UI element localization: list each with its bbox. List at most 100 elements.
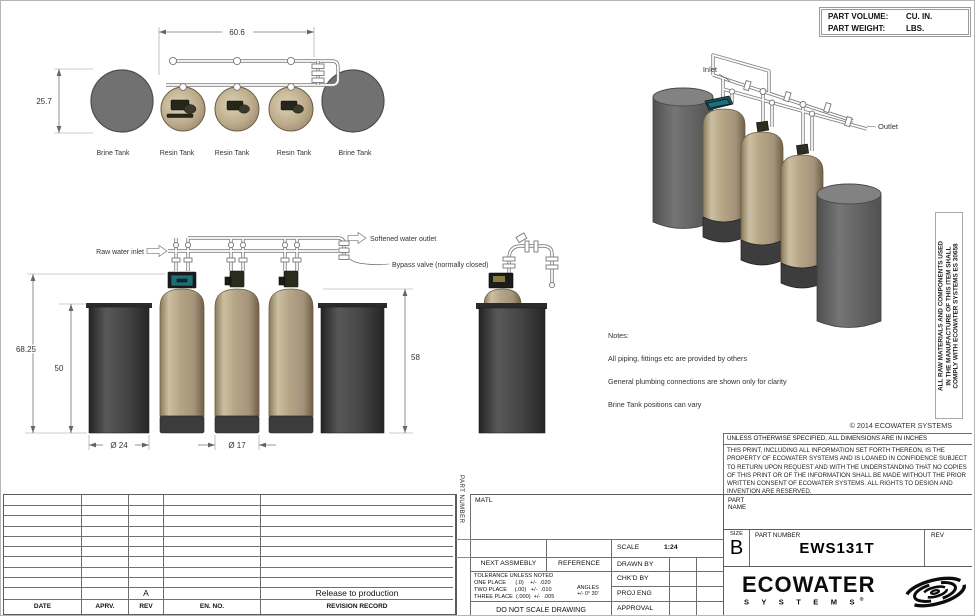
iso-labels: Inlet Outlet	[703, 65, 899, 131]
revision-header-cell: REVISION RECORD	[260, 599, 453, 614]
revision-cell	[260, 546, 453, 557]
logo-cell: ECOWATER S Y S T E M S®	[723, 566, 972, 615]
matl-label: MATL	[475, 497, 493, 504]
revision-cell	[4, 546, 81, 556]
size-cell: SIZE B	[723, 529, 749, 566]
proj-eng-cell: PROJ ENG	[611, 586, 723, 601]
revision-cell	[4, 505, 81, 515]
material-note-line: ALL RAW MATERIALS AND COMPONENTS USED	[937, 240, 945, 391]
revision-cell	[81, 556, 128, 567]
revision-header-cell: DATE	[4, 599, 81, 614]
rev-label: REV	[931, 532, 944, 539]
tolerance-title: TOLERANCE UNLESS NOTED	[474, 573, 554, 579]
logo-line1: ECOWATER	[742, 572, 876, 597]
revision-cell	[163, 566, 260, 577]
revision-cell	[163, 587, 260, 599]
side-piping	[502, 232, 559, 289]
scale-label: SCALE	[617, 544, 640, 551]
logo-line2: S Y S T E M S	[744, 597, 860, 607]
logo-registered-mark: ®	[859, 597, 864, 603]
reference-value-cell	[546, 539, 611, 557]
iso-inlet-label: Inlet	[703, 65, 718, 74]
front-dim-right: 58	[411, 353, 420, 362]
chkd-by-cell: CHK'D BY	[611, 571, 723, 586]
revision-cell	[260, 515, 453, 526]
material-note-line: IN THE MANUFACTURE OF THIS ITEM SHALL	[945, 245, 953, 386]
side-brine-tank	[476, 303, 547, 434]
iso-valves	[704, 95, 810, 156]
revision-header-cell: EN. NO.	[163, 599, 260, 614]
part-volume-label: PART VOLUME:	[828, 12, 889, 21]
confidentiality-note: THIS PRINT, INCLUDING ALL INFORMATION SE…	[727, 447, 967, 496]
reference-cell: REFERENCE	[546, 557, 611, 571]
revision-cell	[81, 587, 128, 599]
iso-outlet-label: Outlet	[878, 122, 899, 131]
next-assembly-cell: NEXT ASSMEBLY	[471, 557, 546, 571]
scale-value: 1:24	[664, 544, 678, 551]
revision-cell	[4, 515, 81, 525]
material-note-line: COMPLY WITH ECOWATER SYSTEMS ES 30658	[952, 242, 960, 389]
revision-cell	[128, 525, 163, 536]
tolerance-line: THREE PLACE (.000) +/- .005	[474, 593, 555, 600]
front-dim-resin-dia: Ø 17	[228, 441, 246, 450]
revision-cell	[81, 566, 128, 577]
plan-view: 60.6 25.7 Brine Tank Resin Tank Resin Ta…	[36, 27, 385, 157]
revision-cell	[163, 525, 260, 536]
revision-cell	[163, 556, 260, 567]
plan-bypass-valve	[311, 63, 325, 83]
ecowater-swirl-icon	[904, 576, 966, 608]
front-resin-tanks	[159, 288, 314, 434]
revision-cell	[4, 576, 81, 587]
next-assembly-value-cell	[471, 539, 546, 557]
revision-cell	[260, 525, 453, 536]
revision-cell	[128, 556, 163, 567]
front-manifold-pipes	[168, 236, 350, 271]
plan-dimensions: 60.6 25.7	[36, 27, 315, 134]
front-brine-tank-right	[318, 303, 387, 434]
strip-divider	[456, 557, 471, 558]
revision-cell	[4, 587, 81, 599]
revision-cell	[4, 556, 81, 566]
revision-cell	[260, 556, 453, 567]
part-weight-value: LBS.	[906, 24, 925, 33]
front-control-valves	[167, 270, 299, 289]
front-bypass-label: Bypass valve (normally closed)	[392, 262, 488, 269]
copyright-line: © 2014 ECOWATER SYSTEMS	[849, 421, 952, 430]
revision-cell	[163, 515, 260, 526]
revision-cell: A	[128, 587, 163, 599]
ecowater-wordmark: ECOWATER S Y S T E M S®	[742, 574, 912, 607]
revision-cell	[128, 515, 163, 526]
side-resin-dome	[483, 288, 522, 306]
part-number-strip-label: PART NUMBER	[457, 475, 464, 524]
front-view: Raw water inlet Softened water outlet By…	[15, 231, 488, 450]
revision-cell	[4, 566, 81, 577]
front-dim-brine: 50	[55, 364, 64, 373]
drawn-by-cell: DRAWN BY	[611, 557, 723, 571]
revision-cell	[81, 505, 128, 516]
plan-dim-height: 25.7	[36, 97, 52, 106]
iso-brine-tank-front	[816, 183, 882, 328]
approval-label: APPROVAL	[617, 604, 654, 612]
iso-resin-tank-2	[740, 131, 784, 266]
proj-eng-label: PROJ ENG	[617, 590, 652, 597]
revision-cell	[260, 576, 453, 587]
notes-block: Notes: All piping, fittings etc are prov…	[608, 331, 908, 423]
revision-cell	[260, 495, 453, 506]
angles-label: ANGLES	[577, 585, 599, 591]
part-name-label: PART NAME	[728, 497, 747, 511]
matl-cell: MATL	[471, 494, 723, 539]
front-outlet-label: Softened water outlet	[370, 236, 436, 243]
angles-tolerance: ANGLES +/- 0° 30'	[577, 585, 599, 598]
plan-label-resin-3: Resin Tank	[277, 150, 312, 157]
revision-cell: Release to production	[260, 587, 453, 599]
revision-cell	[81, 546, 128, 557]
revision-cell	[4, 495, 81, 505]
approval-divider	[669, 557, 670, 615]
approval-cell: APPROVAL	[611, 601, 723, 615]
tolerance-line: TWO PLACE (.00) +/- .010	[474, 586, 552, 593]
plan-manifold-pipes	[166, 56, 340, 91]
part-info-box: PART VOLUME: CU. IN. PART WEIGHT: LBS.	[819, 7, 971, 37]
revision-cell	[81, 515, 128, 526]
plan-labels: Brine Tank Resin Tank Resin Tank Resin T…	[97, 150, 372, 157]
